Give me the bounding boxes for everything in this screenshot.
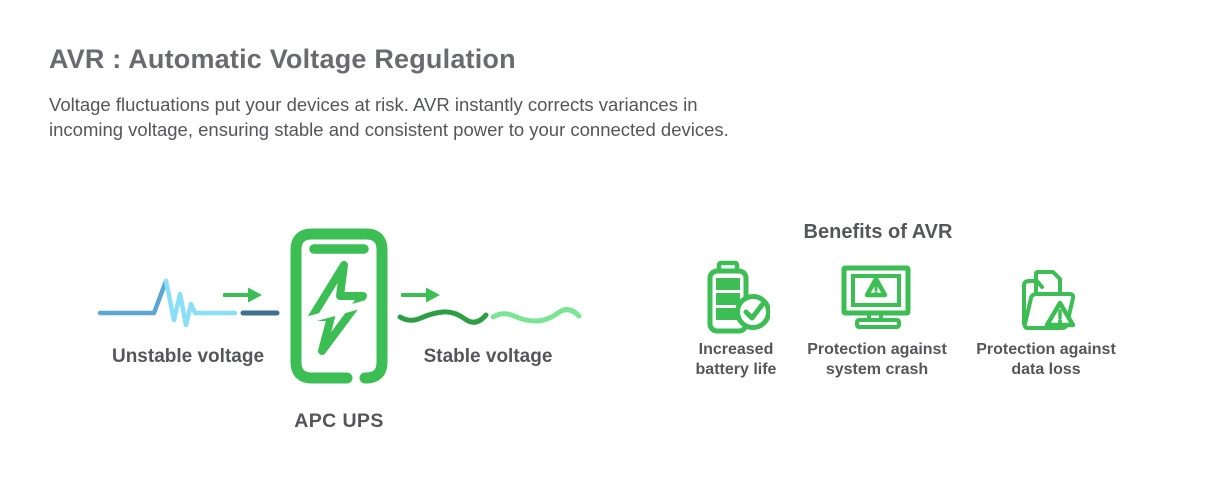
unstable-voltage-wave-icon bbox=[97, 278, 280, 328]
folder-warning-icon bbox=[1022, 270, 1076, 330]
benefit-item-data-loss: Protection against data loss bbox=[961, 257, 1131, 379]
benefit-label: Protection against data loss bbox=[976, 341, 1116, 378]
apc-ups-label: APC UPS bbox=[294, 410, 384, 432]
stable-voltage-label: Stable voltage bbox=[423, 346, 553, 367]
monitor-warning-icon bbox=[841, 265, 911, 329]
benefit-icon-wrap bbox=[702, 257, 770, 339]
benefit-label: Protection against system crash bbox=[807, 341, 947, 378]
page-description: Voltage fluctuations put your devices at… bbox=[49, 94, 729, 140]
unstable-voltage-label: Unstable voltage bbox=[111, 346, 265, 367]
benefit-label: Increased battery life bbox=[695, 341, 777, 378]
page-title: AVR : Automatic Voltage Regulation bbox=[49, 44, 516, 74]
stable-voltage-wave-icon bbox=[397, 307, 582, 325]
arrow-right-icon bbox=[401, 287, 440, 303]
benefit-item-battery-life: Increased battery life bbox=[651, 257, 821, 379]
battery-check-icon bbox=[707, 260, 770, 334]
benefit-item-system-crash: Protection against system crash bbox=[792, 257, 962, 379]
arrow-right-icon bbox=[223, 287, 262, 303]
ups-lightning-icon bbox=[290, 228, 388, 384]
benefit-icon-wrap bbox=[841, 257, 913, 339]
benefits-heading: Benefits of AVR bbox=[803, 221, 953, 243]
benefit-icon-wrap bbox=[1011, 257, 1081, 339]
